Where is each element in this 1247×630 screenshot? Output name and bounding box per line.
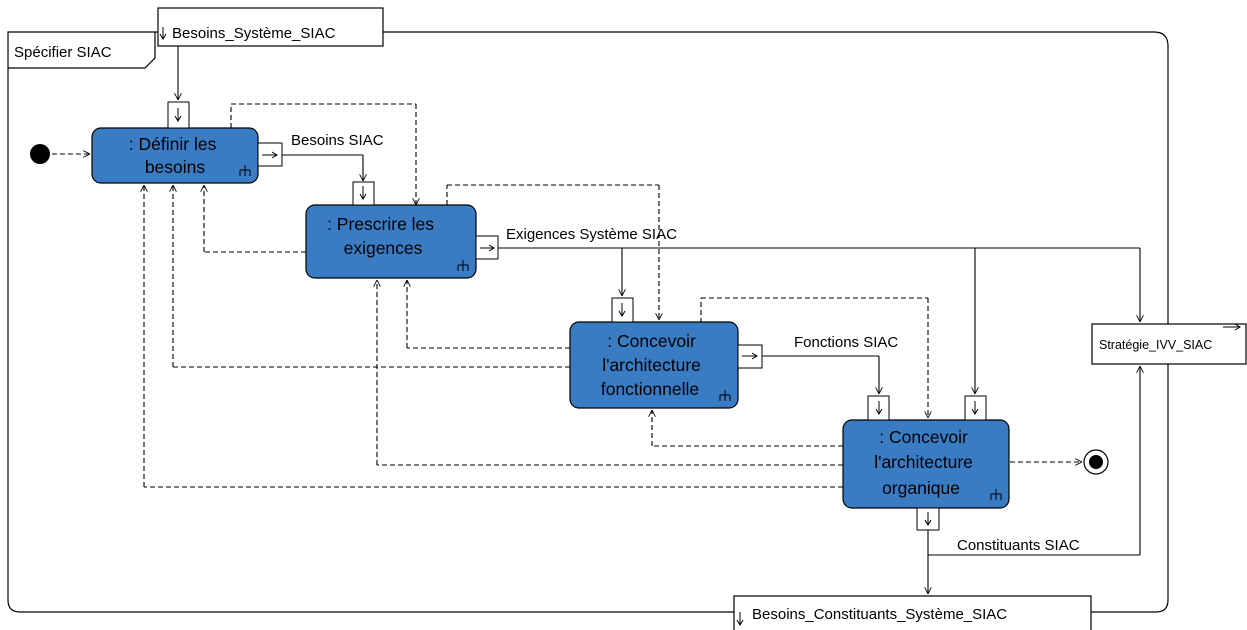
call-behavior-icon: [457, 260, 469, 271]
action-prescrire-exigences[interactable]: : Prescrire les exigences: [305, 204, 477, 279]
down-arrow-icon: [159, 33, 167, 40]
output-pin: [475, 235, 499, 260]
activity-frame: [7, 31, 1169, 613]
flow-label-fonctions: Fonctions SIAC: [794, 334, 898, 351]
activity-name-label: Spécifier SIAC: [14, 44, 112, 61]
action-label: : Concevoir l'architecture organique: [874, 427, 978, 498]
control-flows: [52, 103, 1082, 488]
action-label: : Concevoir l'architecture fonctionnelle: [601, 331, 706, 399]
flow-label-besoins: Besoins SIAC: [291, 132, 384, 149]
flow-label-constituants: Constituants SIAC: [957, 537, 1080, 554]
down-arrow-icon: [736, 619, 744, 626]
activity-final-node: [1083, 449, 1109, 475]
output-pin: [737, 344, 763, 369]
action-concevoir-arch-organique[interactable]: : Concevoir l'architecture organique: [842, 419, 1010, 509]
action-label: : Prescrire les exigences: [327, 214, 439, 258]
flow-label-exigences: Exigences Système SIAC: [506, 226, 677, 243]
call-behavior-icon: [719, 390, 731, 401]
pins: [167, 101, 987, 531]
call-behavior-icon: [239, 165, 251, 176]
call-behavior-icon: [990, 489, 1002, 500]
input-pin: [867, 395, 890, 421]
input-pin: [964, 395, 987, 421]
parameter-besoins-constituants[interactable]: Besoins_Constituants_Système_SIAC: [733, 595, 1092, 630]
parameter-label-strategie-ivv: Stratégie_IVV_SIAC: [1099, 338, 1212, 352]
action-definir-besoins[interactable]: : Définir les besoins: [91, 127, 259, 184]
parameter-strategie-ivv[interactable]: Stratégie_IVV_SIAC: [1091, 323, 1247, 365]
input-pin: [352, 181, 375, 206]
output-pin: [916, 507, 940, 531]
input-pin: [611, 297, 634, 323]
output-pin: [257, 142, 283, 167]
parameter-label-besoins-systeme: Besoins_Système_SIAC: [172, 25, 336, 42]
input-pin: [167, 101, 190, 129]
right-arrow-icon: [1234, 323, 1241, 331]
initial-node: [30, 144, 50, 164]
object-flows: [178, 46, 1140, 594]
action-label: : Définir les besoins: [129, 134, 221, 177]
parameter-besoins-systeme[interactable]: Besoins_Système_SIAC: [157, 7, 384, 47]
action-concevoir-arch-fonctionnelle[interactable]: : Concevoir l'architecture fonctionnelle: [569, 321, 739, 409]
parameter-label-besoins-constituants: Besoins_Constituants_Système_SIAC: [752, 606, 1007, 623]
